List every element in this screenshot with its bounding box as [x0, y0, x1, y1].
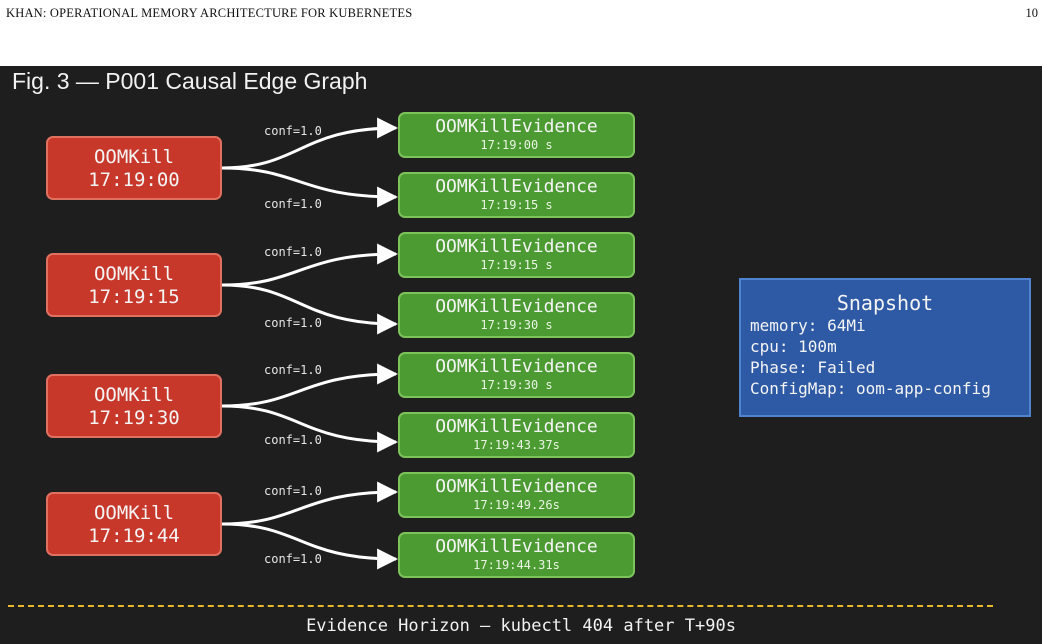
- figure-title: Fig. 3 — P001 Causal Edge Graph: [12, 68, 368, 94]
- evidence-node-time: 17:19:30 s: [480, 378, 553, 392]
- edge-label-5: conf=1.0: [264, 363, 322, 377]
- evidence-node-8: OOMKillEvidence 17:19:44.31s: [398, 532, 635, 578]
- edge-4-2: [221, 522, 399, 570]
- evidence-node-time: 17:19:43.37s: [473, 438, 560, 452]
- edge-3-1: [221, 363, 399, 408]
- evidence-node-time: 17:19:15 s: [480, 258, 553, 272]
- evidence-node-1: OOMKillEvidence 17:19:00 s: [398, 112, 635, 158]
- page-number: 10: [1025, 6, 1039, 20]
- edge-1-2: [221, 166, 399, 208]
- evidence-node-7: OOMKillEvidence 17:19:49.26s: [398, 472, 635, 518]
- oomkill-node-3: OOMKill 17:19:30: [46, 374, 222, 438]
- evidence-node-time: 17:19:30 s: [480, 318, 553, 332]
- edge-2-2: [221, 283, 399, 335]
- evidence-node-label: OOMKillEvidence: [435, 116, 598, 137]
- edge-label-7: conf=1.0: [264, 484, 322, 498]
- oomkill-node-2: OOMKill 17:19:15: [46, 253, 222, 317]
- snapshot-box: Snapshot memory: 64Mi cpu: 100m Phase: F…: [739, 278, 1031, 417]
- edge-3-2: [221, 404, 399, 453]
- snapshot-memory: memory: 64Mi: [750, 316, 866, 335]
- oomkill-node-label: OOMKill: [93, 384, 175, 406]
- edge-label-4: conf=1.0: [264, 316, 322, 330]
- snapshot-title: Snapshot: [836, 291, 934, 315]
- snapshot-phase: Phase: Failed: [750, 358, 876, 377]
- oomkill-node-label: OOMKill: [93, 263, 175, 285]
- evidence-node-2: OOMKillEvidence 17:19:15 s: [398, 172, 635, 218]
- oomkill-node-time: 17:19:15: [88, 286, 180, 308]
- edge-label-2: conf=1.0: [264, 197, 322, 211]
- oomkill-node-label: OOMKill: [93, 502, 175, 524]
- snapshot-cpu: cpu: 100m: [750, 337, 837, 356]
- edges-layer: [221, 117, 399, 570]
- evidence-node-label: OOMKillEvidence: [435, 296, 598, 317]
- evidence-node-label: OOMKillEvidence: [435, 536, 598, 557]
- evidence-node-time: 17:19:15 s: [480, 198, 553, 212]
- evidence-node-5: OOMKillEvidence 17:19:30 s: [398, 352, 635, 398]
- evidence-node-time: 17:19:44.31s: [473, 558, 560, 572]
- edge-label-6: conf=1.0: [264, 433, 322, 447]
- edge-label-3: conf=1.0: [264, 245, 322, 259]
- evidence-horizon-label: Evidence Horizon – kubectl 404 after T+9…: [306, 616, 736, 636]
- evidence-node-6: OOMKillEvidence 17:19:43.37s: [398, 412, 635, 458]
- evidence-horizon-line: [8, 605, 993, 607]
- oomkill-node-time: 17:19:30: [88, 407, 180, 429]
- evidence-node-time: 17:19:49.26s: [473, 498, 560, 512]
- edge-1-1: [221, 117, 399, 170]
- evidence-node-label: OOMKillEvidence: [435, 236, 598, 257]
- evidence-node-3: OOMKillEvidence 17:19:15 s: [398, 232, 635, 278]
- running-head: KHAN: OPERATIONAL MEMORY ARCHITECTURE FO…: [0, 0, 1042, 62]
- oomkill-node-time: 17:19:00: [88, 169, 180, 191]
- evidence-node-label: OOMKillEvidence: [435, 476, 598, 497]
- evidence-node-label: OOMKillEvidence: [435, 176, 598, 197]
- edge-4-1: [221, 481, 399, 526]
- running-head-title: KHAN: OPERATIONAL MEMORY ARCHITECTURE FO…: [6, 6, 413, 20]
- oomkill-node-1: OOMKill 17:19:00: [46, 136, 222, 200]
- edge-2-1: [221, 243, 399, 287]
- oomkill-node-time: 17:19:44: [88, 525, 180, 547]
- edge-label-1: conf=1.0: [264, 124, 322, 138]
- evidence-node-label: OOMKillEvidence: [435, 416, 598, 437]
- oomkill-node-4: OOMKill 17:19:44: [46, 492, 222, 556]
- evidence-node-time: 17:19:00 s: [480, 138, 553, 152]
- evidence-node-label: OOMKillEvidence: [435, 356, 598, 377]
- evidence-node-4: OOMKillEvidence 17:19:30 s: [398, 292, 635, 338]
- edge-label-8: conf=1.0: [264, 552, 322, 566]
- oomkill-node-label: OOMKill: [93, 146, 175, 168]
- figure-causal-edge-graph: Fig. 3 — P001 Causal Edge Graph OOMKill …: [0, 66, 1042, 644]
- snapshot-configmap: ConfigMap: oom-app-config: [750, 379, 991, 398]
